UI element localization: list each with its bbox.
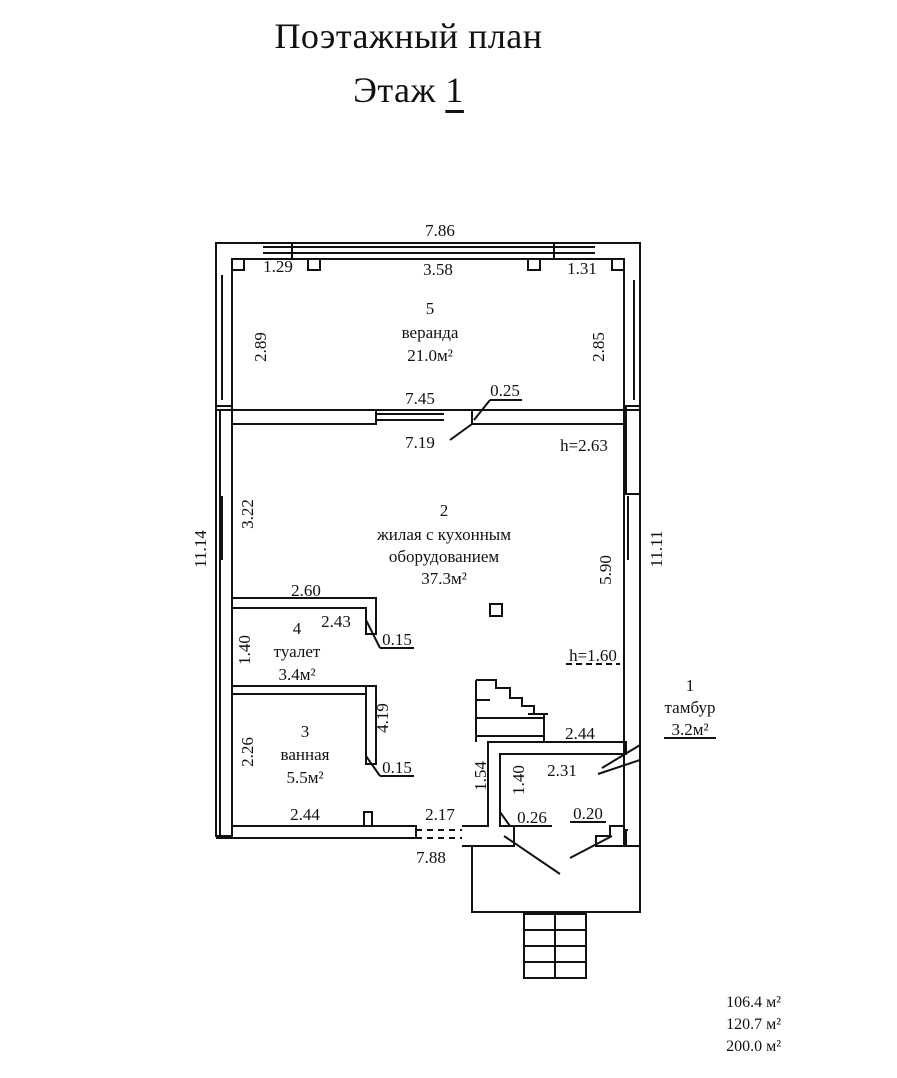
leader-tambour: [601, 744, 641, 769]
walls: [215, 242, 716, 979]
dim-partition-outer: 7.45: [405, 389, 435, 408]
porch: [471, 825, 641, 913]
door-swing-veranda: [449, 423, 473, 441]
room-2-area: 37.3м²: [421, 569, 467, 588]
plan-title: Поэтажный план: [0, 16, 857, 56]
pier-right: [522, 243, 555, 271]
leader-0.15b: [365, 755, 381, 777]
door-swing-tambour: [597, 759, 641, 775]
area-totals: 106.4 м² 120.7 м² 200.0 м²: [726, 992, 781, 1058]
dim-porch-wall: 0.20: [573, 804, 603, 823]
dim-tambour-width: 2.31: [547, 761, 577, 780]
dim-tambour-depth: 1.40: [509, 765, 528, 795]
room-4-area: 3.4м²: [278, 665, 315, 684]
leader-0.26: [499, 811, 511, 827]
door-swing-porch: [569, 835, 613, 859]
floor-heading: Этаж 1: [0, 70, 857, 110]
room-4-name: туалет: [274, 642, 321, 661]
bath-right-wall: [365, 685, 377, 765]
column: [489, 603, 503, 617]
total-1: 106.4 м²: [726, 994, 781, 1011]
room-5-number: 5: [426, 299, 435, 318]
room-5-area: 21.0м²: [407, 346, 453, 365]
floor-number: 1: [445, 70, 464, 110]
leader-0.25: [473, 399, 491, 421]
dim-top-window: 3.58: [423, 260, 453, 279]
dim-partition-inner: 7.19: [405, 433, 435, 452]
leader-0.15a: [365, 619, 381, 649]
dim-toilet-inner: 2.43: [321, 612, 351, 631]
dim-living-left: 3.22: [238, 499, 257, 529]
dim-bottom-wall: 0.26: [517, 808, 547, 827]
dim-living-right: 5.90: [596, 555, 615, 585]
dim-bottom-outer: 7.88: [416, 848, 446, 867]
dim-top-right-pier: 1.31: [567, 259, 597, 278]
room-5-name: веранда: [402, 323, 459, 342]
dim-height-main: h=2.63: [560, 436, 608, 455]
dim-left-overall: 11.14: [191, 530, 210, 568]
bottom-wall-left: [216, 825, 417, 839]
room-4-number: 4: [293, 619, 302, 638]
dim-top-outer: 7.86: [425, 221, 455, 240]
dim-stair-width: 2.44: [565, 724, 595, 743]
stair: [475, 679, 545, 742]
dim-toilet-depth: 1.40: [235, 635, 254, 665]
dim-bath-left: 2.26: [238, 737, 257, 767]
veranda-inner: [231, 258, 625, 411]
room-1-name: тамбур: [665, 698, 716, 717]
dim-toilet-wall: 0.15: [382, 630, 412, 649]
dim-bath-bottom: 2.44: [290, 805, 320, 824]
pier-corner-l: [232, 259, 245, 271]
total-3: 200.0 м²: [726, 1038, 781, 1055]
pier-left: [291, 243, 332, 271]
room-2-name-1: жилая с кухонным: [376, 525, 511, 544]
dim-toilet-width: 2.60: [291, 581, 321, 600]
pier-corner-r: [611, 259, 624, 271]
room-3-name: ванная: [281, 745, 330, 764]
dim-partition-thickness: 0.25: [490, 381, 520, 400]
toilet-walls: [232, 597, 377, 635]
bath-marker: [363, 811, 373, 827]
plan-title-text: Поэтажный план: [274, 16, 543, 56]
tambour-walls: [462, 741, 627, 847]
room-3-number: 3: [301, 722, 310, 741]
dim-veranda-left: 2.89: [251, 332, 270, 362]
dim-stair-depth: 1.54: [471, 761, 490, 791]
dim-bath-depth: 4.19: [373, 703, 392, 733]
room-3-area: 5.5м²: [286, 768, 323, 787]
room-2-number: 2: [440, 501, 449, 520]
toilet-bath-wall: [232, 685, 367, 695]
dim-right-overall: 11.11: [647, 531, 666, 568]
dim-bottom-door: 2.17: [425, 805, 455, 824]
dimension-labels: 7.86 1.29 3.58 1.31 2.89 2.85 7.45 7.19 …: [191, 221, 666, 867]
living-left-wall: [215, 405, 233, 837]
dim-veranda-right: 2.85: [589, 332, 608, 362]
dim-top-left-pier: 1.29: [263, 257, 293, 276]
room-1-number: 1: [686, 676, 695, 695]
dim-bath-wall: 0.15: [382, 758, 412, 777]
room-labels: 5 веранда 21.0м² 2 жилая с кухонным обор…: [274, 299, 716, 787]
room-2-name-2: оборудованием: [389, 547, 500, 566]
dim-height-stair: h=1.60: [569, 646, 617, 665]
floor-label: Этаж: [353, 70, 436, 110]
door-swing-entry: [503, 835, 561, 875]
room-1-area: 3.2м²: [671, 720, 708, 739]
total-2: 120.7 м²: [726, 1016, 781, 1033]
